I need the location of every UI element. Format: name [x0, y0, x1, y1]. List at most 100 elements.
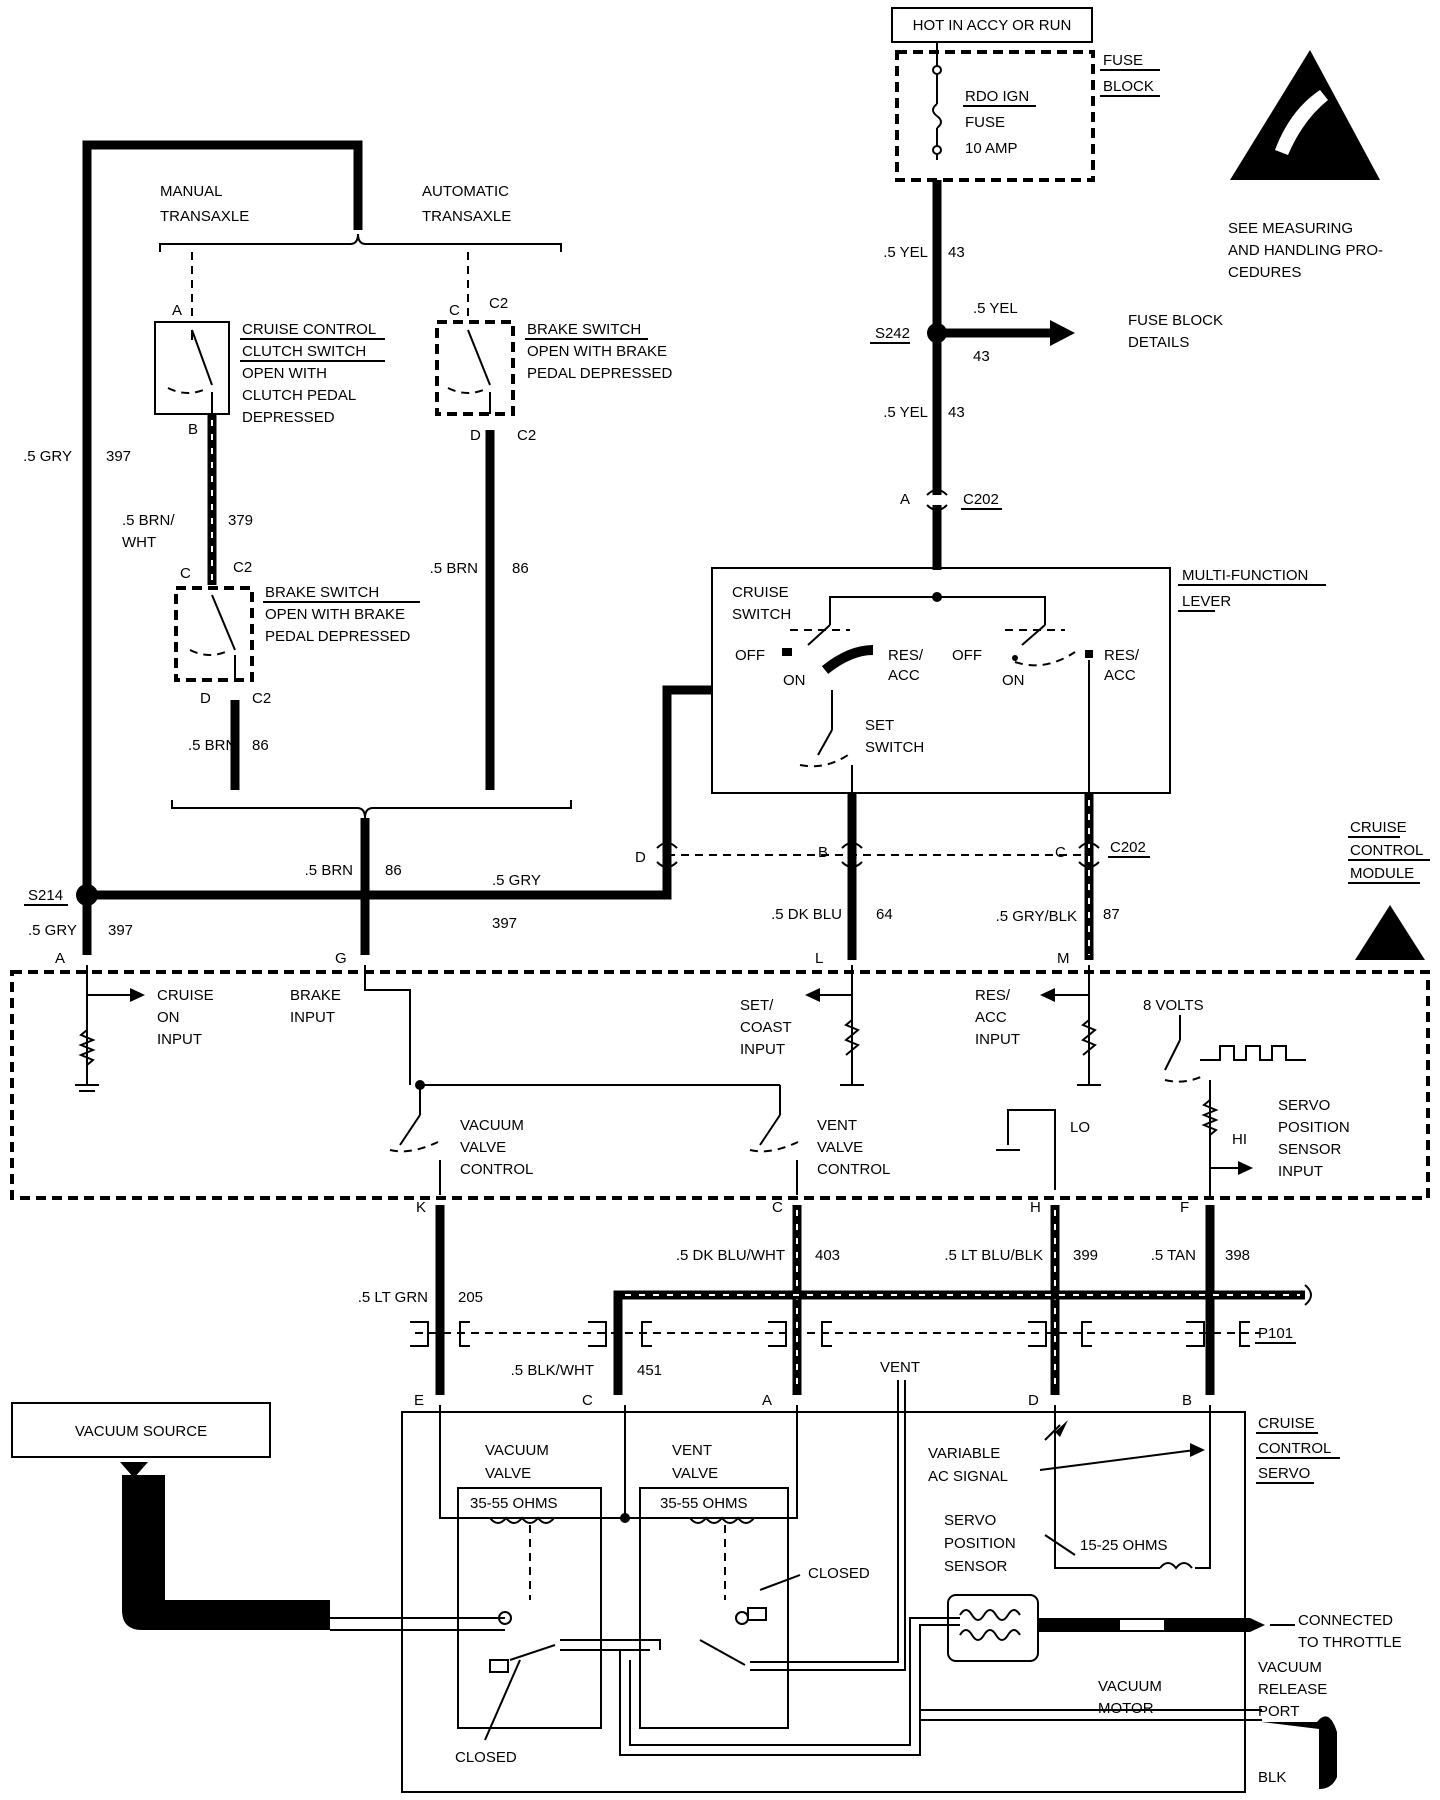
svg-text:379: 379 — [228, 512, 253, 529]
svg-text:VALVE: VALVE — [460, 1139, 506, 1156]
svg-text:CRUISE: CRUISE — [1258, 1415, 1315, 1432]
svg-text:C202: C202 — [1110, 839, 1146, 856]
svg-text:403: 403 — [815, 1247, 840, 1264]
svg-text:.5 YEL: .5 YEL — [883, 244, 928, 261]
svg-text:CRUISE: CRUISE — [157, 987, 214, 1004]
svg-text:INPUT: INPUT — [975, 1031, 1020, 1048]
svg-text:OPEN WITH BRAKE: OPEN WITH BRAKE — [265, 606, 405, 623]
svg-text:H: H — [1030, 1199, 1041, 1216]
svg-text:PEDAL DEPRESSED: PEDAL DEPRESSED — [527, 365, 672, 382]
svg-text:.5 YEL: .5 YEL — [973, 300, 1018, 317]
svg-text:MULTI-FUNCTION: MULTI-FUNCTION — [1182, 567, 1308, 584]
svg-text:CEDURES: CEDURES — [1228, 264, 1301, 281]
svg-text:L: L — [815, 950, 823, 967]
svg-text:G: G — [335, 950, 347, 967]
power-feed: HOT IN ACCY OR RUN FUSE BLOCK RDO IGN FU… — [870, 7, 1223, 570]
svg-text:VENT: VENT — [880, 1359, 920, 1376]
svg-text:TRANSAXLE: TRANSAXLE — [160, 208, 249, 225]
svg-text:BRAKE SWITCH: BRAKE SWITCH — [527, 321, 641, 338]
svg-text:86: 86 — [385, 862, 402, 879]
svg-text:86: 86 — [252, 737, 269, 754]
hot-in-box — [891, 7, 1093, 43]
svg-text:B: B — [818, 844, 828, 861]
svg-text:CLUTCH SWITCH: CLUTCH SWITCH — [242, 343, 366, 360]
svg-text:.5 BLK/WHT: .5 BLK/WHT — [511, 1362, 594, 1379]
svg-text:K: K — [416, 1199, 426, 1216]
svg-text:WHT: WHT — [122, 534, 156, 551]
svg-text:.5 GRY: .5 GRY — [492, 872, 541, 889]
svg-text:VACUUM: VACUUM — [1258, 1659, 1322, 1676]
svg-text:FUSE BLOCK: FUSE BLOCK — [1128, 312, 1223, 329]
svg-text:RES/: RES/ — [888, 647, 924, 664]
servo-box — [401, 1411, 1246, 1793]
vacuum-hose — [122, 1475, 330, 1630]
svg-text:LO: LO — [1070, 1119, 1090, 1136]
svg-text:E: E — [414, 1392, 424, 1409]
svg-text:DEPRESSED: DEPRESSED — [242, 409, 335, 426]
svg-text:LEVER: LEVER — [1182, 593, 1231, 610]
module-to-servo-wires: K C H F .5 LT GRN 205 .5 DK BLU/WHT 403 … — [358, 1199, 1312, 1409]
wire-gry-397-to-mfl — [87, 685, 712, 900]
svg-text:B: B — [188, 421, 198, 438]
svg-text:AUTOMATIC: AUTOMATIC — [422, 183, 509, 200]
svg-text:.5 BRN: .5 BRN — [188, 737, 236, 754]
svg-text:OFF: OFF — [735, 647, 765, 664]
svg-text:OPEN WITH BRAKE: OPEN WITH BRAKE — [527, 343, 667, 360]
svg-text:ON: ON — [783, 672, 806, 689]
svg-text:VENT: VENT — [817, 1117, 857, 1134]
svg-text:C2: C2 — [489, 295, 508, 312]
arrow-right-icon — [1050, 320, 1075, 346]
hot-in-label: HOT IN ACCY OR RUN — [913, 17, 1072, 34]
svg-text:VARIABLE: VARIABLE — [928, 1445, 1000, 1462]
svg-text:TRANSAXLE: TRANSAXLE — [422, 208, 511, 225]
svg-text:RES/: RES/ — [975, 987, 1011, 1004]
svg-text:SERVO: SERVO — [1278, 1097, 1330, 1114]
svg-text:A: A — [900, 491, 910, 508]
svg-text:SET/: SET/ — [740, 997, 774, 1014]
svg-text:SERVO: SERVO — [1258, 1465, 1310, 1482]
svg-text:451: 451 — [637, 1362, 662, 1379]
brake-switch-manual — [174, 586, 254, 682]
svg-text:.5 DK BLU/WHT: .5 DK BLU/WHT — [676, 1247, 785, 1264]
svg-text:S214: S214 — [28, 887, 63, 904]
fuse-block — [895, 50, 1095, 182]
svg-text:BLOCK: BLOCK — [1103, 78, 1154, 95]
vacuum-motor-diaphragm — [947, 1594, 1039, 1662]
svg-text:SWITCH: SWITCH — [732, 606, 791, 623]
svg-text:TO THROTTLE: TO THROTTLE — [1298, 1634, 1402, 1651]
svg-text:CONTROL: CONTROL — [1258, 1440, 1331, 1457]
svg-text:PORT: PORT — [1258, 1703, 1299, 1720]
svg-text:ON: ON — [157, 1009, 180, 1026]
svg-text:INPUT: INPUT — [740, 1041, 785, 1058]
svg-text:SENSOR: SENSOR — [1278, 1141, 1342, 1158]
svg-text:VENT: VENT — [672, 1442, 712, 1459]
fuse-icon — [932, 103, 942, 129]
svg-text:CLUTCH PEDAL: CLUTCH PEDAL — [242, 387, 356, 404]
module-box — [10, 970, 1430, 1200]
svg-text:ACC: ACC — [1104, 667, 1136, 684]
svg-text:C2: C2 — [252, 690, 271, 707]
svg-text:35-55 OHMS: 35-55 OHMS — [660, 1495, 748, 1512]
brake-switch-auto — [435, 320, 515, 416]
svg-text:CONTROL: CONTROL — [460, 1161, 533, 1178]
svg-text:C: C — [582, 1392, 593, 1409]
svg-text:C2: C2 — [233, 559, 252, 576]
svg-text:BRAKE: BRAKE — [290, 987, 341, 1004]
svg-text:M: M — [1057, 950, 1070, 967]
svg-text:.5 LT BLU/BLK: .5 LT BLU/BLK — [944, 1247, 1043, 1264]
svg-text:RES/: RES/ — [1104, 647, 1140, 664]
svg-text:SWITCH: SWITCH — [865, 739, 924, 756]
svg-text:OPEN WITH: OPEN WITH — [242, 365, 327, 382]
svg-text:.5 BRN: .5 BRN — [430, 560, 478, 577]
svg-text:VALVE: VALVE — [485, 1465, 531, 1482]
svg-text:.5 TAN: .5 TAN — [1151, 1247, 1196, 1264]
svg-text:.5 GRY/BLK: .5 GRY/BLK — [996, 908, 1077, 925]
svg-text:C: C — [772, 1199, 783, 1216]
vacuum-source-box — [11, 1402, 271, 1458]
svg-text:A: A — [172, 302, 182, 319]
svg-text:C: C — [449, 302, 460, 319]
svg-text:.5 DK BLU: .5 DK BLU — [771, 906, 842, 923]
svg-text:.5 BRN/: .5 BRN/ — [122, 512, 175, 529]
mfl-to-module-wires: B C C202 .5 DK BLU 64 .5 GRY/BLK 87 L M — [656, 793, 1150, 967]
svg-text:CRUISE CONTROL: CRUISE CONTROL — [242, 321, 376, 338]
